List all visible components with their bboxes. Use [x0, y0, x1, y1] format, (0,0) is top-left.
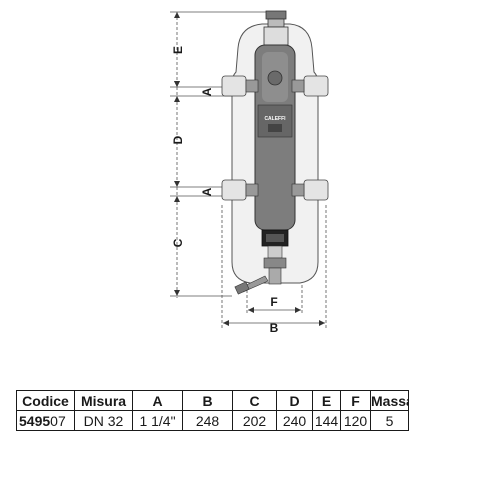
bottom-drain-assembly — [234, 229, 289, 295]
cell-misura: DN 32 — [74, 410, 133, 431]
dimension-label-f: F — [270, 295, 277, 309]
dimension-label-a-top: A — [200, 87, 214, 96]
dimension-label-d: D — [171, 135, 185, 144]
header-misura: Misura — [74, 390, 133, 411]
header-a: A — [132, 390, 183, 411]
cell-massa: 5 — [370, 410, 409, 431]
product-technical-drawing: E A D A C F B CALEFFI — [170, 10, 329, 335]
code-prefix: 5495 — [19, 412, 51, 429]
dimension-labels: E A D A C F B — [171, 46, 279, 335]
header-d: D — [276, 390, 313, 411]
header-f: F — [340, 390, 371, 411]
cell-b: 248 — [182, 410, 233, 431]
table-header-row: Codice Misura A B C D E F Massa (kg) — [16, 390, 409, 411]
top-vent-valve — [263, 10, 289, 46]
table-row: 549507 DN 32 1 1/4" 248 202 240 144 120 … — [16, 410, 409, 431]
dimension-label-c: C — [171, 238, 185, 247]
cell-d: 240 — [276, 410, 313, 431]
cell-e: 144 — [312, 410, 341, 431]
header-codice: Codice — [16, 390, 75, 411]
upper-side-connections — [221, 75, 329, 97]
cell-codice: 549507 — [16, 410, 75, 431]
header-b: B — [182, 390, 233, 411]
cell-f: 120 — [340, 410, 371, 431]
dimension-label-e: E — [171, 46, 185, 54]
dimension-arrows — [174, 12, 325, 326]
dimension-label-a-bottom: A — [200, 187, 214, 196]
cell-a: 1 1/4" — [132, 410, 183, 431]
dimension-label-b: B — [270, 321, 279, 335]
code-suffix: 07 — [50, 412, 66, 429]
brand-label: CALEFFI — [264, 116, 286, 122]
separator-core-body: CALEFFI — [254, 44, 296, 231]
header-e: E — [312, 390, 341, 411]
header-c: C — [232, 390, 277, 411]
header-massa: Massa (kg) — [370, 390, 409, 411]
lower-side-connections — [221, 179, 329, 201]
cell-c: 202 — [232, 410, 277, 431]
specifications-table: Codice Misura A B C D E F Massa (kg) 549… — [16, 390, 409, 431]
